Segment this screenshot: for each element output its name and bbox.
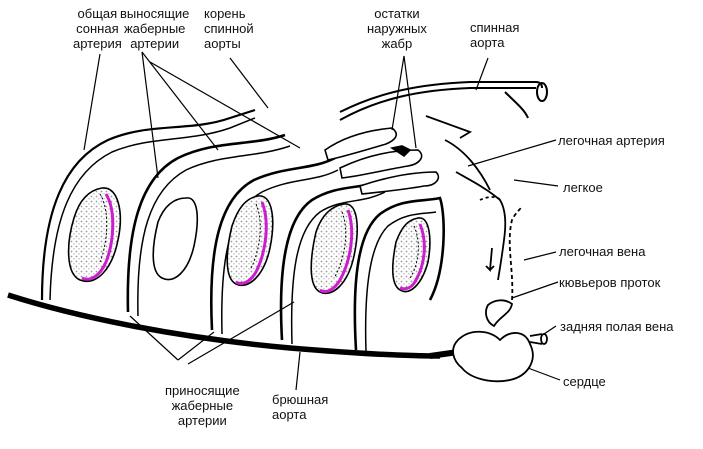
gill-filaments <box>81 193 426 294</box>
label-dorsal-aorta: спинная аорта <box>470 20 520 50</box>
external-gill-remnants <box>324 127 440 195</box>
label-common-carotid: общая сонная артерия <box>73 6 122 51</box>
label-cuvier-duct: кювьеров проток <box>559 275 661 290</box>
heart-and-vessels <box>425 115 548 383</box>
gill-filament-teeth <box>99 193 419 279</box>
leader-lines <box>83 51 561 391</box>
label-efferent-branchial: выносящие жаберные артерии <box>120 6 190 51</box>
ventral-aorta-vessel <box>7 292 459 359</box>
dorsal-aorta-vessel <box>339 81 548 121</box>
label-pulmonary-artery: легочная артерия <box>558 133 665 148</box>
label-pulmonary-vein: легочная вена <box>559 244 646 259</box>
gill-slits <box>67 187 431 295</box>
label-aortic-root: корень спинной аорты <box>204 6 254 51</box>
label-external-gills: остатки наружных жабр <box>367 6 427 51</box>
label-posterior-vena-cava: задняя полая вена <box>560 319 674 334</box>
label-afferent-branchial: приносящие жаберные артерии <box>165 383 240 428</box>
label-heart: сердце <box>563 374 606 389</box>
label-lung: легкое <box>563 180 603 195</box>
label-ventral-aorta: брюшная аорта <box>272 392 329 422</box>
